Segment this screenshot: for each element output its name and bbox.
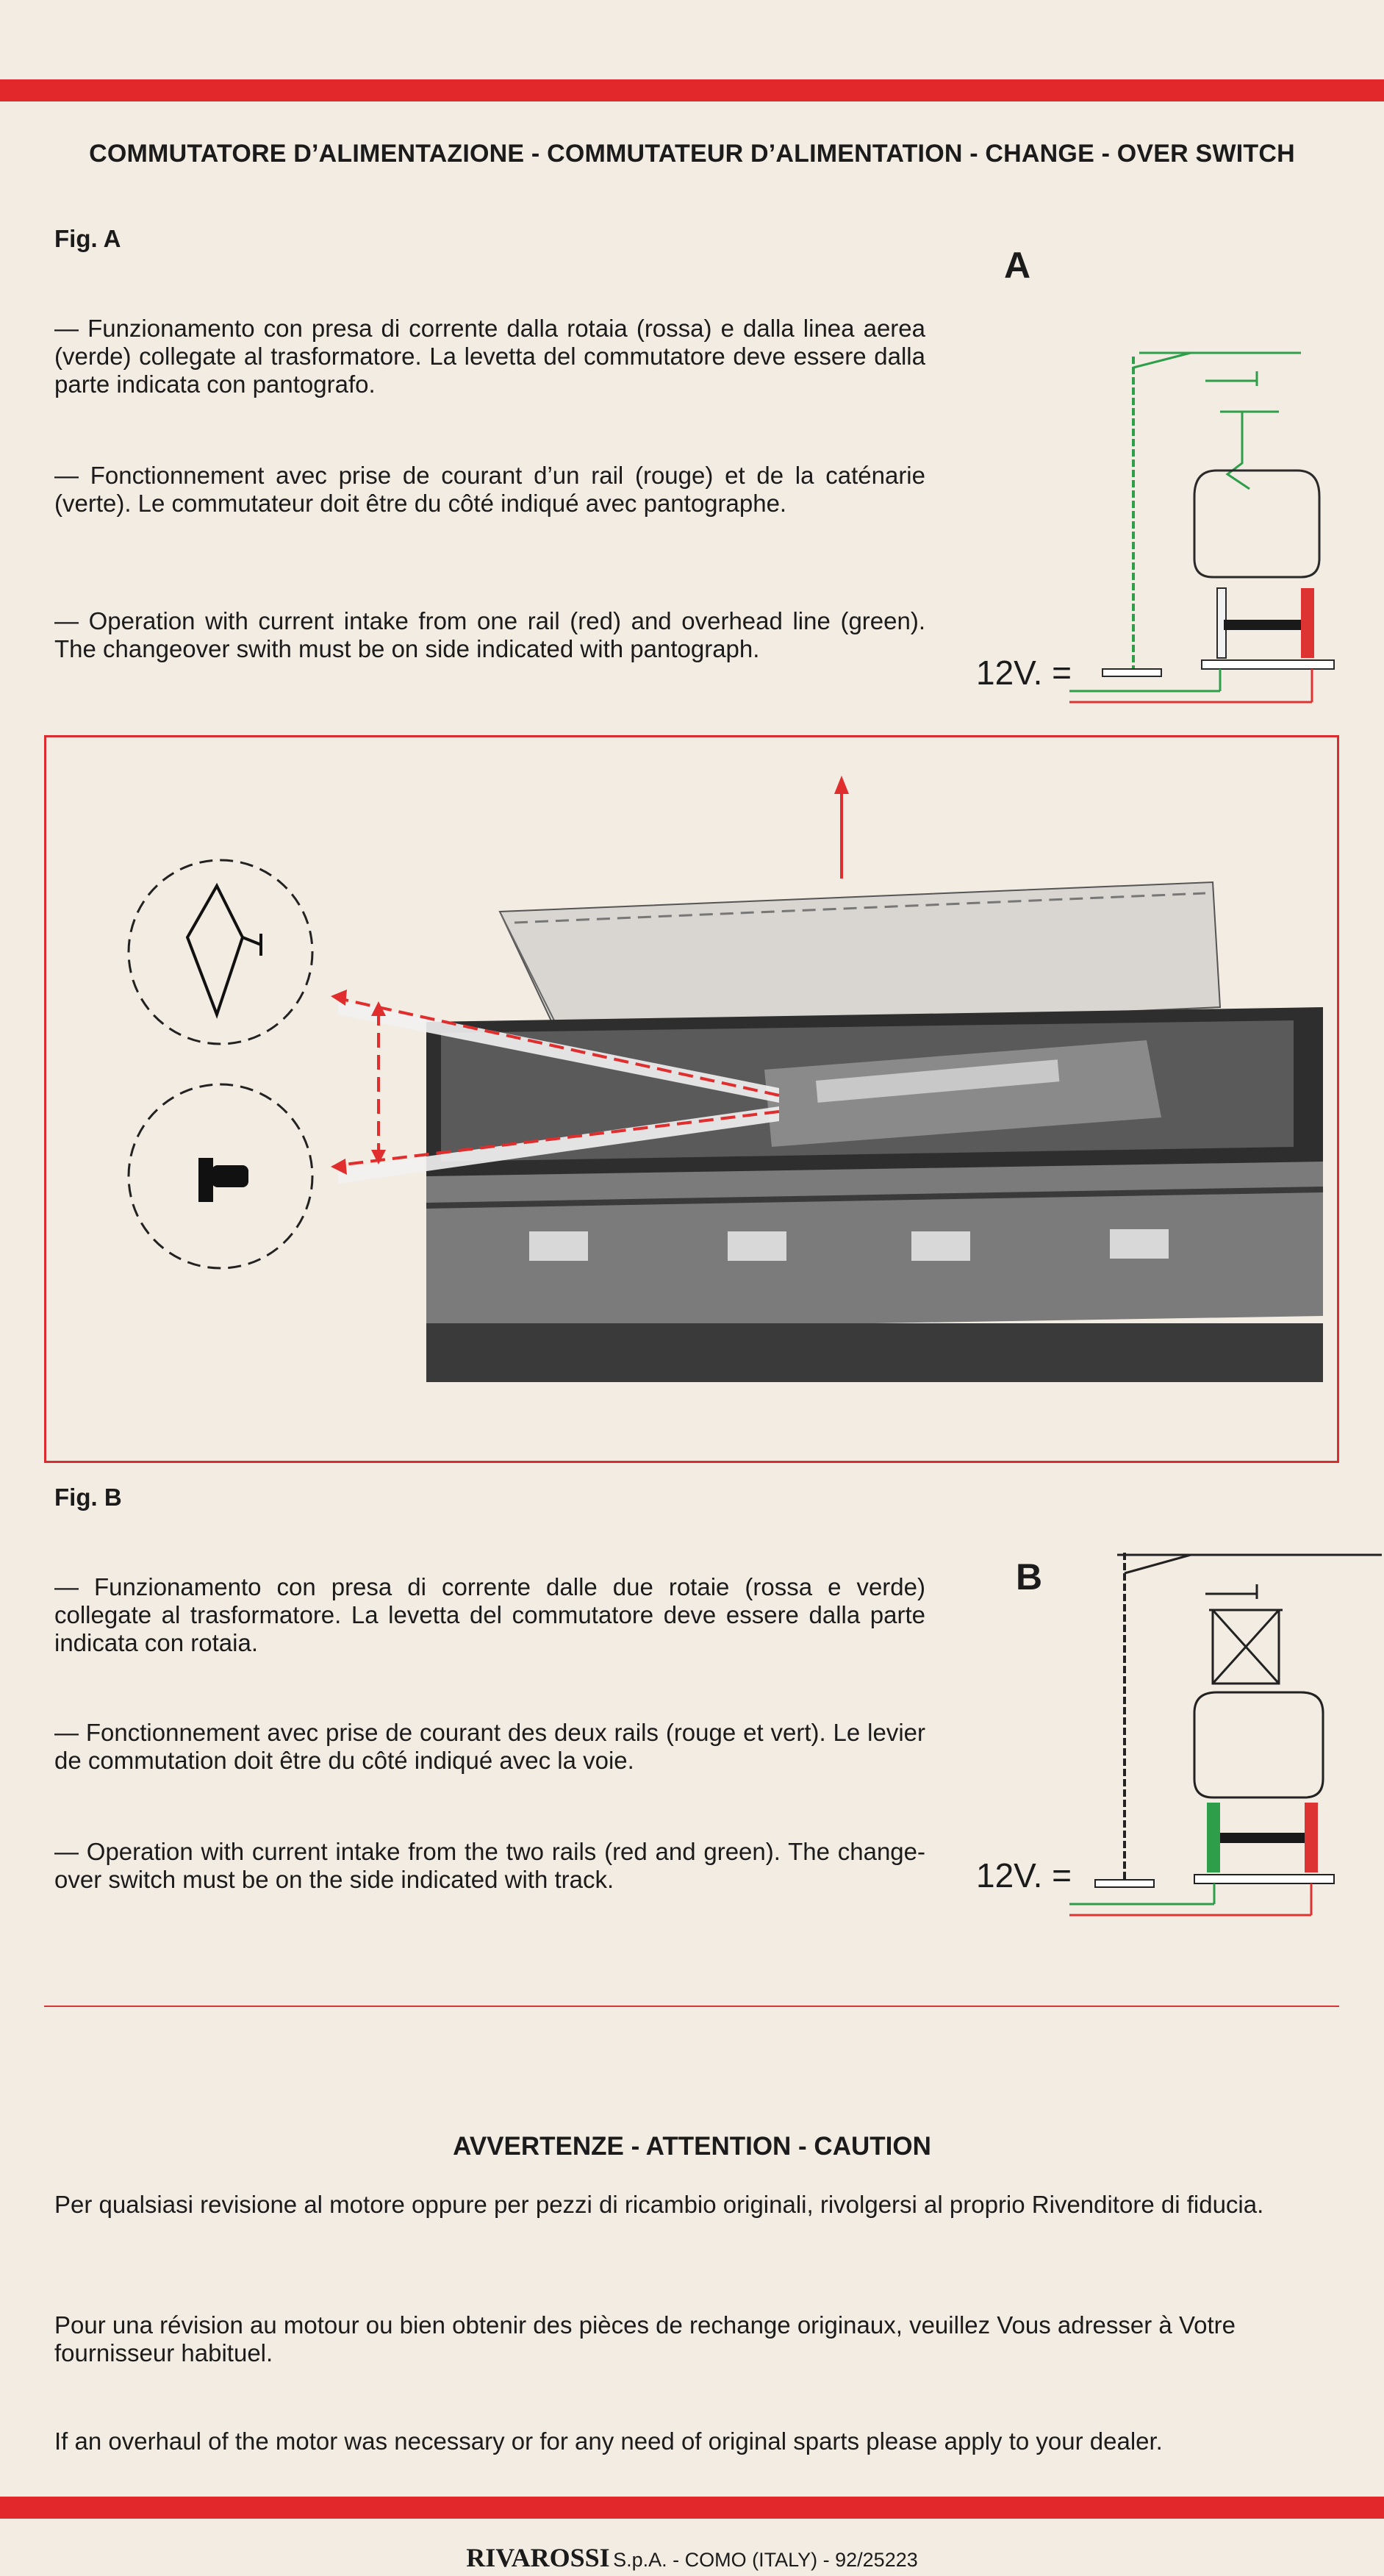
switch-photo: [127, 776, 1324, 1382]
fig-b-italian-text: — Funzionamento con presa di corrente da…: [54, 1573, 925, 1656]
fig-a-english-text: — Operation with current intake from one…: [54, 607, 925, 662]
diagram-b-letter: B: [1016, 1556, 1043, 1598]
caution-english-text: If an overhaul of the motor was necessar…: [54, 2427, 1163, 2455]
switch-photo-frame: [44, 735, 1339, 1463]
footer: RIVAROSSI S.p.A. - COMO (ITALY) - 92/252…: [0, 2542, 1384, 2573]
fig-a-italian-text: — Funzionamento con presa di corrente da…: [54, 315, 925, 398]
fig-a-french-text: — Fonctionnement avec prise de courant d…: [54, 462, 925, 517]
diagram-a-schematic: [1069, 351, 1335, 704]
fig-a-label: Fig. A: [54, 225, 121, 252]
fig-b-english-text: — Operation with current intake from the…: [54, 1838, 925, 1893]
page-title: COMMUTATORE D’ALIMENTAZIONE - COMMUTATEU…: [89, 140, 1295, 168]
top-red-band: [0, 79, 1384, 101]
diagram-b-voltage: 12V. =: [976, 1856, 1072, 1895]
diagram-b-schematic: [1069, 1553, 1382, 1917]
bottom-red-band: [0, 2497, 1384, 2519]
brand-logo: RIVAROSSI: [466, 2543, 610, 2572]
footer-company-text: S.p.A. - COMO (ITALY) - 92/25223: [613, 2549, 918, 2571]
fig-b-label: Fig. B: [54, 1484, 122, 1511]
caution-french-text: Pour una révision au motour ou bien obte…: [54, 2311, 1236, 2366]
caution-title: AVVERTENZE - ATTENTION - CAUTION: [453, 2132, 931, 2161]
diagram-a-letter: A: [1004, 245, 1031, 286]
section-divider: [44, 2006, 1339, 2007]
fig-b-french-text: — Fonctionnement avec prise de courant d…: [54, 1719, 925, 1774]
diagram-a-voltage: 12V. =: [976, 654, 1072, 692]
caution-italian-text: Per qualsiasi revisione al motore oppure…: [54, 2191, 1264, 2218]
